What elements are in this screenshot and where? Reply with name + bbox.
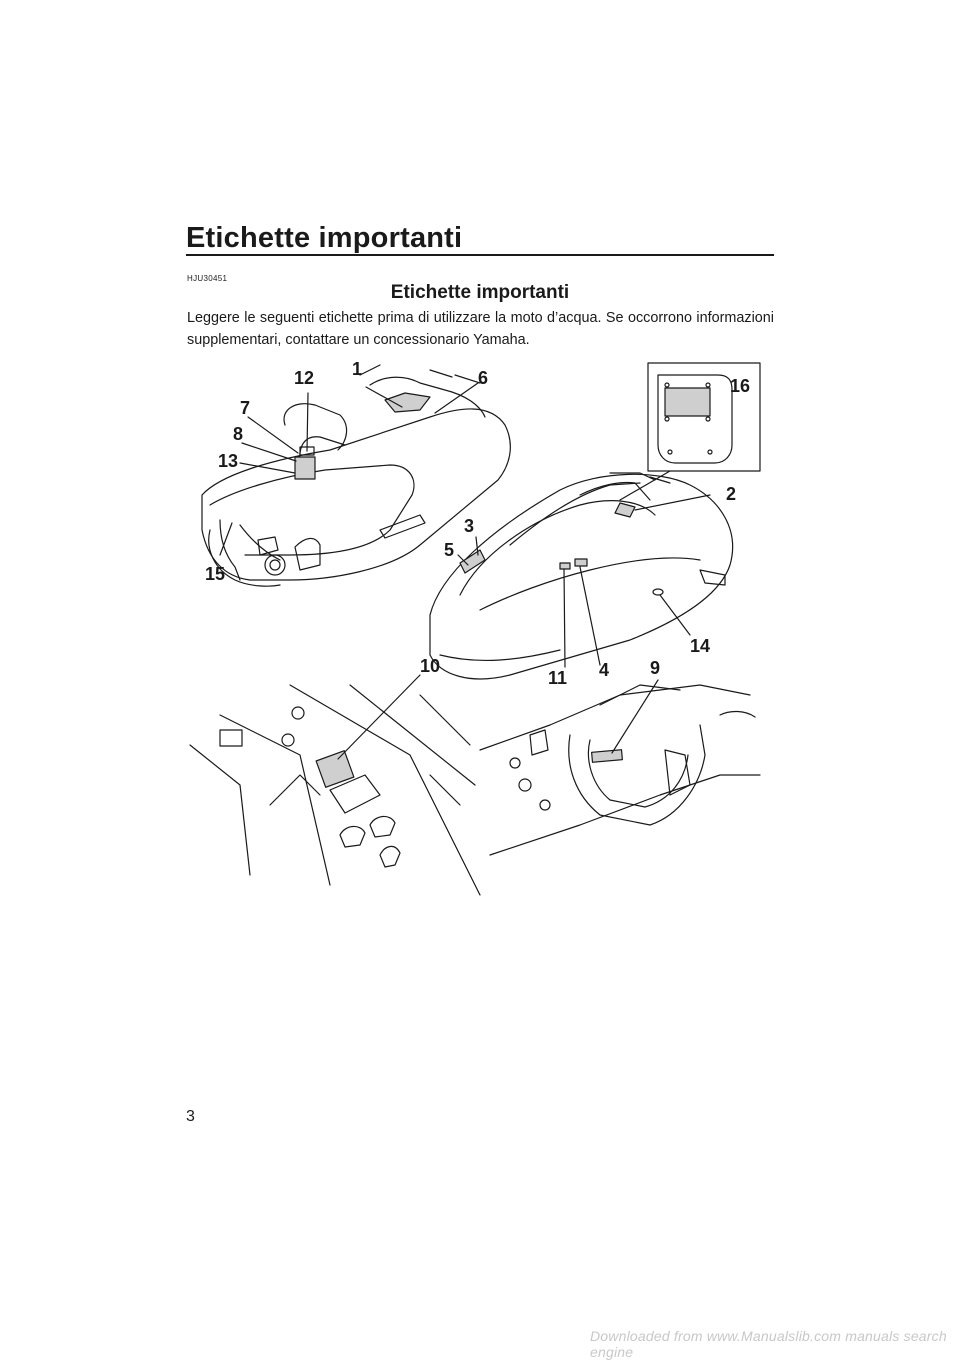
rear-view-watercraft [201,364,511,587]
page-header-title: Etichette importanti [186,222,463,254]
callout-10: 10 [420,656,441,676]
callout-16: 16 [730,376,751,396]
callout-15: 15 [205,564,226,584]
intro-paragraph: Leggere le seguenti etichette prima di u… [187,310,774,348]
callout-5: 5 [444,540,455,560]
callout-13: 13 [218,451,239,471]
header-rule [186,254,774,256]
callout-11: 11 [548,668,568,688]
callout-12: 12 [294,368,315,388]
front-view-watercraft [429,472,734,680]
callout-3: 3 [464,516,475,536]
callout-7: 7 [240,398,251,418]
page-number: 3 [186,1108,195,1125]
engine-compartment-detail [189,684,481,896]
callout-8: 8 [233,424,244,444]
callout-leader-lines [219,382,711,760]
callout-14: 14 [690,636,711,656]
section-title: Etichette importanti [390,282,570,303]
watercraft-illustration [189,362,761,896]
storage-compartment-detail [479,684,761,856]
callout-2: 2 [726,484,737,504]
labels-location-figure: 1 6 12 7 8 13 15 16 2 3 5 14 10 11 4 9 [180,355,770,900]
callout-6: 6 [478,368,489,388]
section-code: HJU30451 [187,274,228,283]
callout-4: 4 [599,660,610,680]
watermark: Downloaded from www.Manualslib.com manua… [590,1328,947,1360]
callout-9: 9 [650,658,661,678]
callout-1: 1 [352,359,363,379]
